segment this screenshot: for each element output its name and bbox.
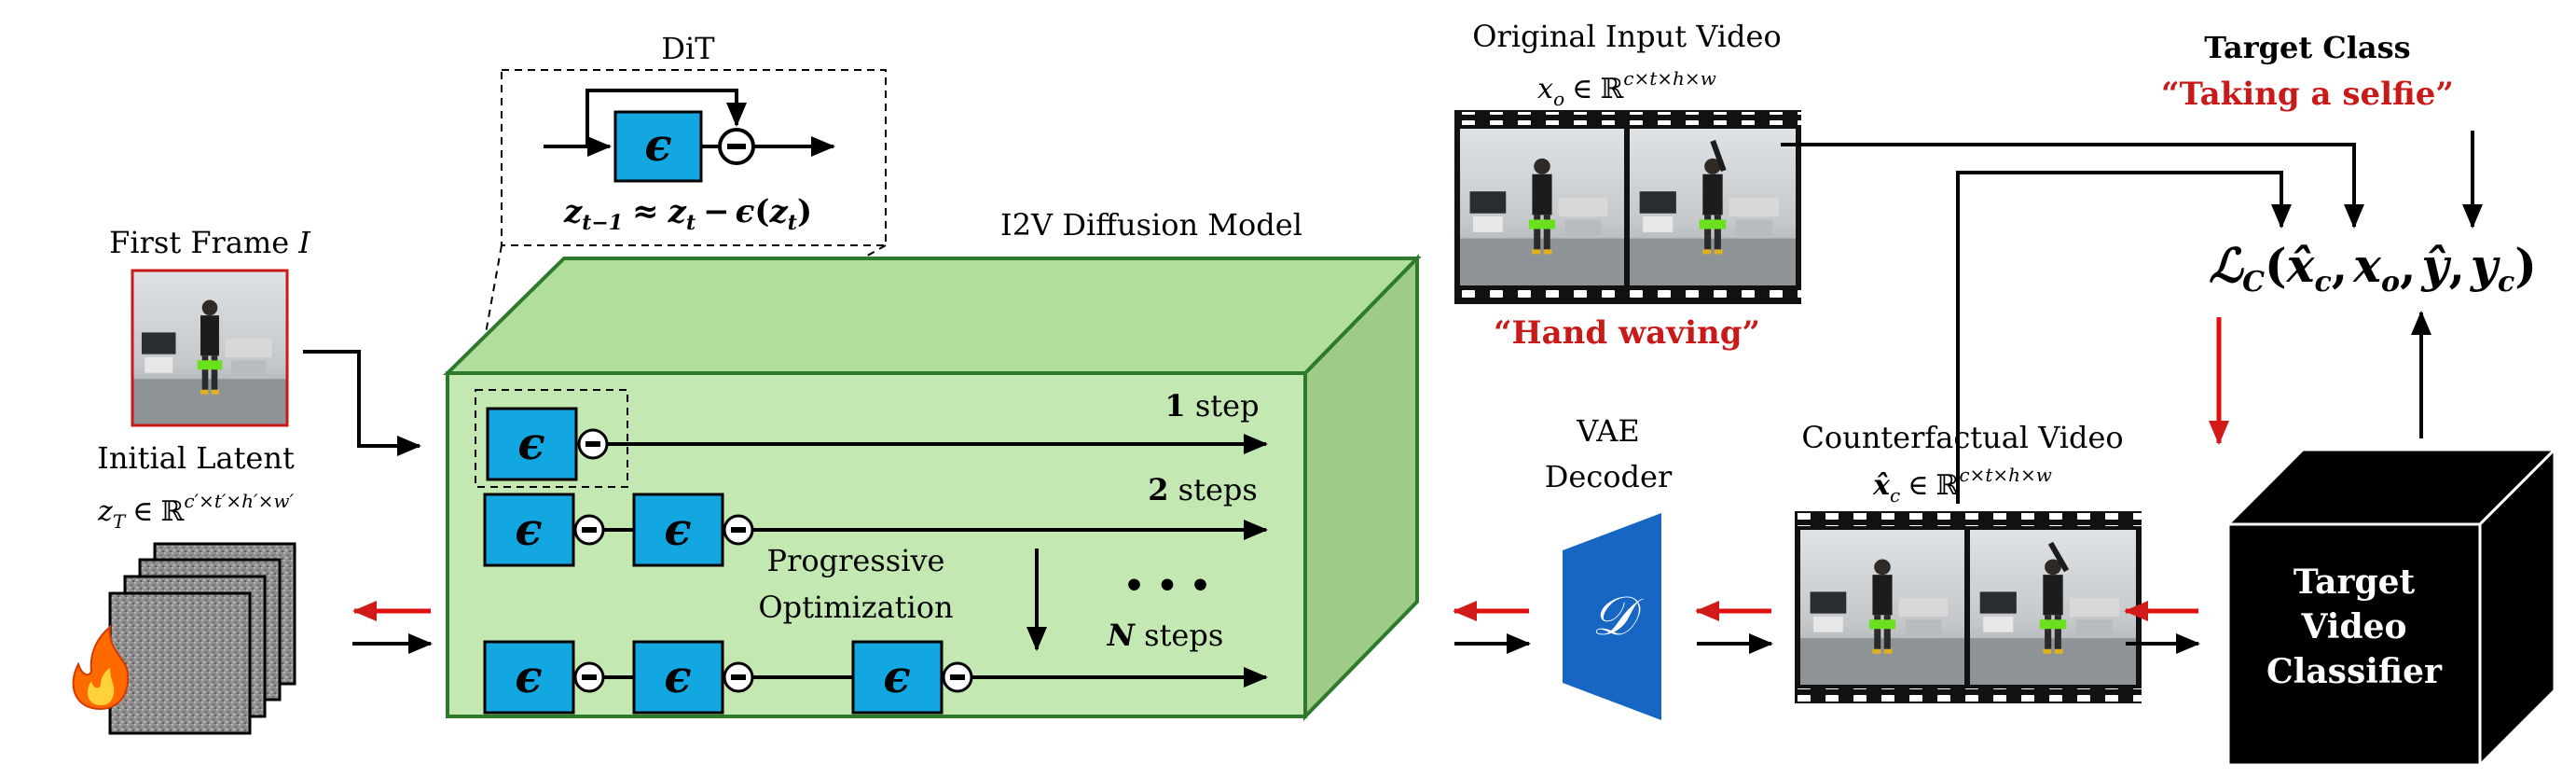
- cf-to-loss-arrow: [1956, 171, 2292, 504]
- original-video-title: Original Input Video: [1472, 19, 1781, 54]
- row1-epsilon-block: [486, 407, 578, 481]
- orig-to-loss-arrow: [1781, 143, 2364, 229]
- dit-epsilon-symbol: ϵ: [644, 119, 671, 172]
- rowN-epsilon-block-1: [483, 640, 575, 715]
- dit-title: DiT: [661, 31, 715, 66]
- classifier-cube: [2225, 446, 2558, 769]
- target-class-value: “Taking a selfie”: [2161, 76, 2454, 113]
- classifier-label-3: Classifier: [2266, 652, 2443, 691]
- rowN-epsilon-symbol-2: ϵ: [664, 651, 691, 703]
- diffusion-model-title: I2V Diffusion Model: [1000, 207, 1302, 243]
- original-class-label: “Hand waving”: [1494, 314, 1760, 352]
- row2-epsilon-block-1: [483, 493, 575, 567]
- loss-formula: ℒC(x̂c,xo,ŷ,yc): [2209, 238, 2537, 299]
- target-class-title: Target Class: [2204, 30, 2410, 65]
- classifier-label-2: Video: [2300, 607, 2406, 646]
- row2-epsilon-symbol-2: ϵ: [664, 504, 691, 556]
- row1-step-label: 1 step: [1164, 388, 1259, 424]
- row2-epsilon-block-2: [632, 493, 724, 567]
- row2-step-label: 2 steps: [1148, 472, 1258, 507]
- counterfactual-title: Counterfactual Video: [1801, 420, 2123, 455]
- fire-icon: [72, 624, 130, 711]
- vae-label-1: VAE: [1576, 413, 1639, 449]
- progressive-label-2: Optimization: [758, 590, 953, 625]
- row1-dashed-focus: [475, 389, 628, 488]
- rowN-epsilon-symbol-3: ϵ: [883, 651, 910, 703]
- initial-latent-label: Initial Latent: [97, 440, 295, 476]
- vae-label-2: Decoder: [1545, 459, 1673, 494]
- classifier-label-1: Target: [2294, 563, 2416, 602]
- original-video-formula: xo∈ℝc×t×h×w: [1537, 67, 1716, 110]
- initial-latent-stack: [108, 542, 296, 735]
- counterfactual-formula: x̂c∈ℝc×t×h×w: [1872, 464, 2052, 507]
- vae-decoder-shape: [1563, 513, 1661, 720]
- dit-update-formula: zt−1≈zt−ϵ(zt): [563, 193, 812, 235]
- dit-inset-box: [501, 69, 887, 246]
- dit-schematic: ϵ: [544, 89, 835, 183]
- row2-epsilon-symbol-1: ϵ: [515, 504, 542, 556]
- rowN-epsilon-block-3: [851, 640, 944, 715]
- initial-latent-formula: zT∈ℝc′×t′×h′×w′: [97, 490, 294, 533]
- row1-epsilon-symbol: ϵ: [517, 418, 544, 470]
- first-frame-arrow: [303, 350, 421, 456]
- first-frame-image: [131, 269, 289, 427]
- continuation-dots: • • •: [1123, 567, 1211, 605]
- rowN-epsilon-symbol-1: ϵ: [515, 651, 542, 703]
- progressive-label-1: Progressive: [767, 543, 945, 578]
- rowN-epsilon-block-2: [632, 640, 724, 715]
- original-video-filmstrip: [1454, 110, 1801, 304]
- diffusion-box-top: [443, 257, 1422, 375]
- rowN-step-label: N steps: [1107, 618, 1224, 653]
- counterfactual-video-filmstrip: [1795, 511, 2142, 703]
